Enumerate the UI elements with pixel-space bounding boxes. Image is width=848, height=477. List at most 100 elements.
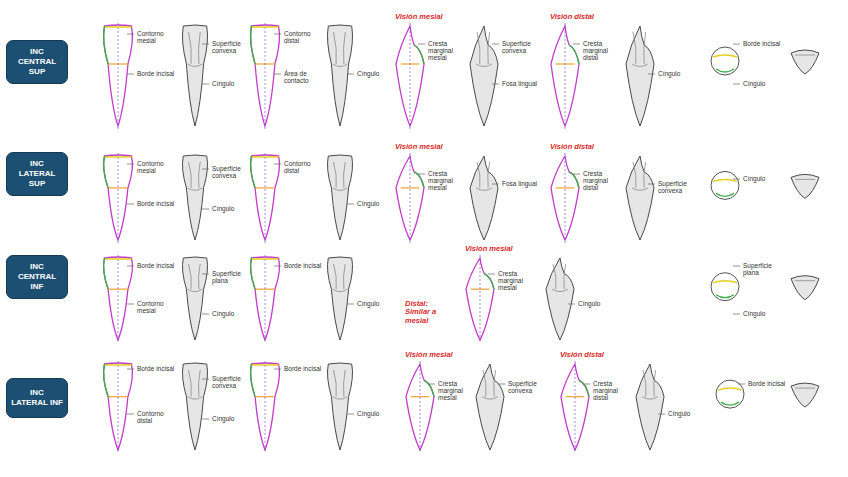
- part-label: Superficie plana: [212, 270, 248, 284]
- incisal-view-sketch: [791, 50, 819, 74]
- cervical-line: [401, 187, 419, 188]
- part-label: Cresta marginal mesial: [428, 170, 466, 191]
- mesial-contour: [104, 364, 109, 397]
- leader-line: [418, 174, 425, 175]
- part-label: Contorno distal: [137, 410, 175, 424]
- incisal-line: [252, 26, 279, 28]
- leader-line: [573, 174, 580, 175]
- part-label: Cíngulo: [212, 310, 248, 317]
- section-title: INC CENTRAL INF: [11, 262, 63, 292]
- leader-line: [347, 204, 354, 205]
- part-label: Cíngulo: [578, 300, 616, 307]
- view-heading: Visión mesial: [405, 351, 455, 359]
- tooth-sketch: [182, 155, 207, 240]
- part-label: Cresta marginal distal: [583, 40, 621, 61]
- mesial-contour: [104, 258, 109, 289]
- tooth-figure: [104, 255, 133, 343]
- tooth-figure: [716, 380, 744, 408]
- part-label: Cíngulo: [212, 80, 248, 87]
- part-label: Cíngulo: [743, 310, 781, 317]
- incisal-edge: [713, 281, 737, 283]
- mesial-contour: [251, 258, 256, 289]
- part-label: Borde incisal: [743, 40, 781, 47]
- incisal-line: [105, 258, 132, 260]
- cervical-line: [108, 187, 128, 188]
- leader-line: [733, 84, 740, 85]
- tooth-figure: [791, 276, 819, 300]
- leader-line: [127, 164, 134, 165]
- incisal-view-sketch: [791, 383, 819, 407]
- tooth-figure: [466, 255, 494, 343]
- part-label: Borde incisal: [137, 262, 175, 269]
- sketch-shading: [552, 264, 568, 292]
- tooth-figure: [470, 26, 498, 126]
- tooth-figure: [104, 361, 133, 453]
- leader-line: [202, 169, 209, 170]
- axis-line: [565, 153, 566, 243]
- leader-line: [127, 304, 134, 305]
- incisal-line: [252, 364, 279, 366]
- tooth-sketch: [182, 257, 207, 340]
- leader-line: [648, 74, 655, 75]
- cervical-line: [255, 187, 275, 188]
- leader-line: [733, 266, 740, 267]
- leader-line: [202, 84, 209, 85]
- leader-line: [583, 384, 590, 385]
- part-label: Cresta marginal mesial: [438, 380, 474, 401]
- leader-line: [127, 414, 134, 415]
- view-heading: Distal: Similar a mesial: [405, 300, 455, 325]
- tooth-figure: [711, 47, 739, 75]
- leader-line: [733, 179, 740, 180]
- leader-line: [733, 44, 740, 45]
- sketch-shading: [632, 32, 648, 67]
- tooth-sketch: [470, 156, 498, 240]
- leader-line: [492, 84, 499, 85]
- axis-line: [265, 255, 266, 343]
- sketch-shading: [632, 162, 648, 190]
- part-label: Contorno mesial: [137, 30, 175, 44]
- tooth-sketch: [327, 25, 352, 126]
- incisal-edge: [718, 388, 742, 390]
- part-label: Cresta marginal mesial: [498, 270, 536, 291]
- tooth-figure: [327, 155, 352, 240]
- leader-line: [202, 379, 209, 380]
- section-box: INC LATERAL SUP: [6, 152, 68, 196]
- tooth-figure: [396, 153, 424, 243]
- leader-line: [202, 419, 209, 420]
- axis-line: [265, 153, 266, 243]
- leader-line: [568, 304, 575, 305]
- axis-line: [118, 361, 119, 453]
- section-title: INC CENTRAL SUP: [11, 47, 63, 77]
- leader-line: [127, 34, 134, 35]
- sketch-shading: [333, 370, 348, 399]
- tooth-figure: [626, 26, 654, 126]
- incisal-line: [105, 26, 132, 28]
- tooth-sketch: [327, 363, 352, 450]
- leader-line: [488, 274, 495, 275]
- tooth-figure: [104, 23, 133, 129]
- part-label: Contorno mesial: [137, 300, 175, 314]
- leader-line: [648, 184, 655, 185]
- leader-line: [658, 414, 665, 415]
- part-label: Superficie convexa: [658, 180, 696, 194]
- section-box: INC CENTRAL INF: [6, 255, 68, 299]
- section-box: INC CENTRAL SUP: [6, 40, 68, 84]
- part-label: Superficie convexa: [212, 375, 248, 389]
- sketch-shading: [333, 32, 348, 67]
- axis-line: [118, 153, 119, 243]
- incisal-view: [716, 380, 744, 408]
- view-heading: Visión mesial: [395, 13, 445, 21]
- cervical-line: [556, 187, 574, 188]
- tooth-sketch: [327, 155, 352, 240]
- part-label: Cíngulo: [743, 80, 781, 87]
- leader-line: [347, 74, 354, 75]
- cingulum-line: [579, 380, 589, 396]
- tooth-figure: [396, 23, 424, 129]
- leader-line: [274, 164, 281, 165]
- tooth-sketch: [546, 258, 574, 340]
- tooth-figure: [551, 153, 579, 243]
- leader-line: [202, 314, 209, 315]
- cingulum-arc: [716, 193, 734, 196]
- part-label: Contorno distal: [284, 30, 322, 44]
